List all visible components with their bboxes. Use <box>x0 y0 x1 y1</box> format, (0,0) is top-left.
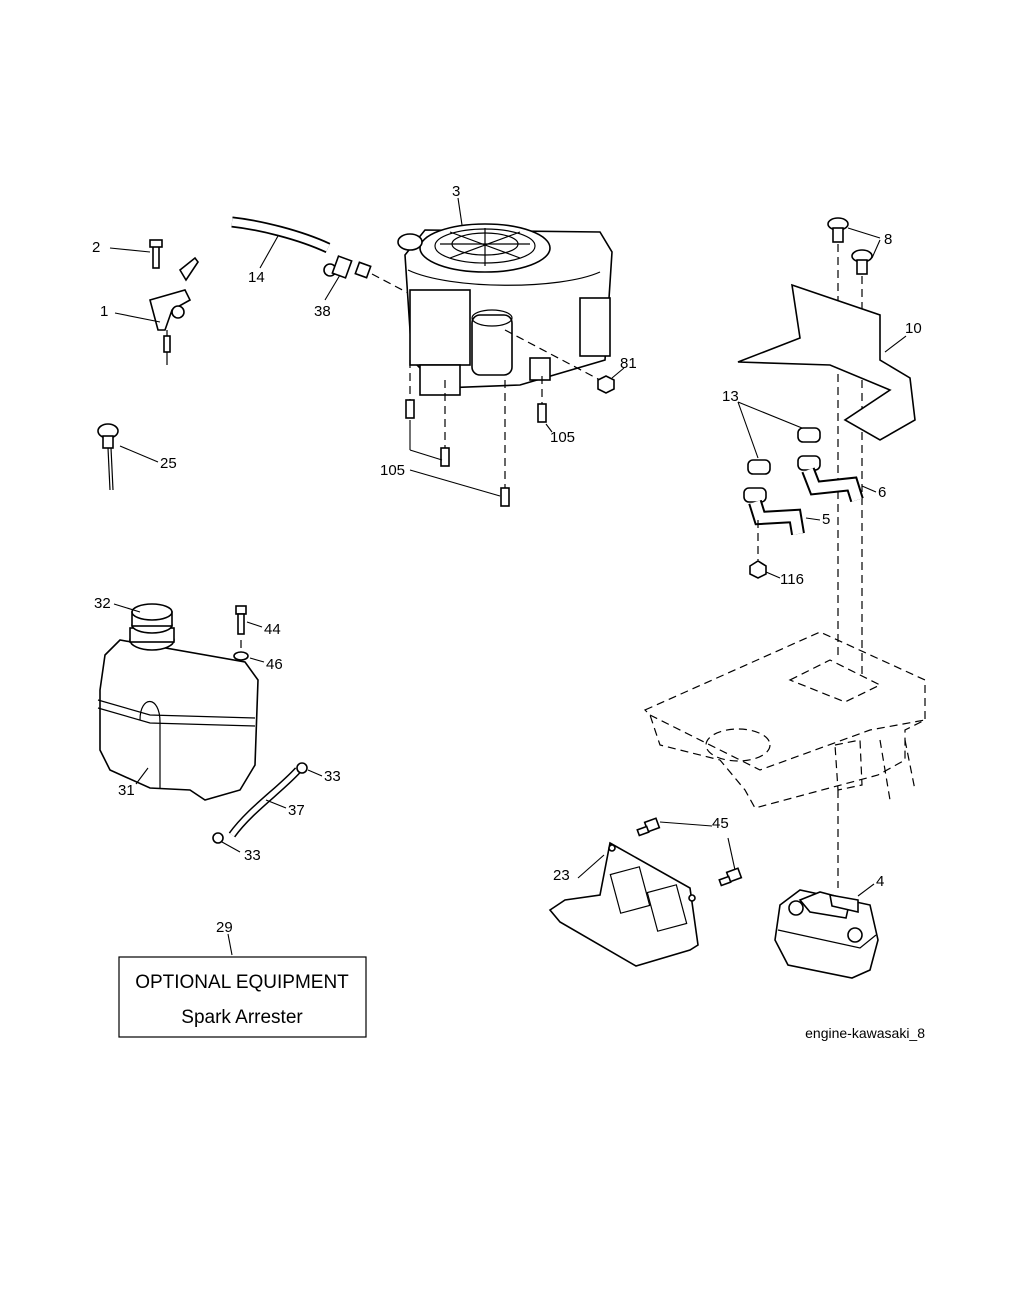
callout-14: 14 <box>248 269 265 286</box>
tank-bolt <box>233 605 249 661</box>
drawing-id: engine-kawasaki_8 <box>805 1025 925 1041</box>
callout-29: 29 <box>216 919 233 936</box>
frame-outline <box>643 631 926 809</box>
callout-44: 44 <box>264 621 281 638</box>
guard-bolts <box>636 817 743 887</box>
callout-31: 31 <box>118 782 135 799</box>
callout-13: 13 <box>722 388 739 405</box>
callout-2: 2 <box>92 239 100 256</box>
callout-37: 37 <box>288 802 305 819</box>
shield-bolts <box>827 217 873 676</box>
muffler <box>774 790 879 979</box>
fuel-hose <box>212 762 308 844</box>
exhaust-pipes <box>748 467 864 536</box>
callout-32: 32 <box>94 595 111 612</box>
nut-81 <box>504 329 615 394</box>
fuel-fitting <box>323 255 411 295</box>
callout-33-bottom: 33 <box>244 847 261 864</box>
nut-116 <box>749 520 767 579</box>
callout-5: 5 <box>822 511 830 528</box>
callout-10: 10 <box>905 320 922 337</box>
callout-105-right: 105 <box>550 429 575 446</box>
heat-shield <box>737 283 916 441</box>
callout-38: 38 <box>314 303 331 320</box>
callout-46: 46 <box>266 656 283 673</box>
fuel-cap <box>131 603 173 634</box>
callout-33-top: 33 <box>324 768 341 785</box>
optional-equipment-title: OPTIONAL EQUIPMENT <box>135 972 349 993</box>
callout-4: 4 <box>876 873 884 890</box>
dipstick <box>97 423 119 491</box>
callout-23: 23 <box>553 867 570 884</box>
callout-116: 116 <box>780 571 804 588</box>
optional-equipment-subtitle: Spark Arrester <box>181 1007 303 1028</box>
callout-6: 6 <box>878 484 886 501</box>
callout-1: 1 <box>100 303 108 320</box>
callout-3: 3 <box>452 183 460 200</box>
optional-equipment-box <box>118 956 367 1038</box>
fuel-line <box>231 216 331 253</box>
callout-45: 45 <box>712 815 729 832</box>
callout-25: 25 <box>160 455 177 472</box>
gaskets <box>743 427 821 503</box>
callout-81: 81 <box>620 355 637 372</box>
muffler-guard <box>548 841 699 967</box>
fuel-tank <box>97 627 259 801</box>
callout-105-left: 105 <box>380 462 405 479</box>
throttle-bracket <box>149 239 199 365</box>
engine-bolts <box>405 360 547 507</box>
callout-8: 8 <box>884 231 892 248</box>
engine <box>397 223 613 396</box>
